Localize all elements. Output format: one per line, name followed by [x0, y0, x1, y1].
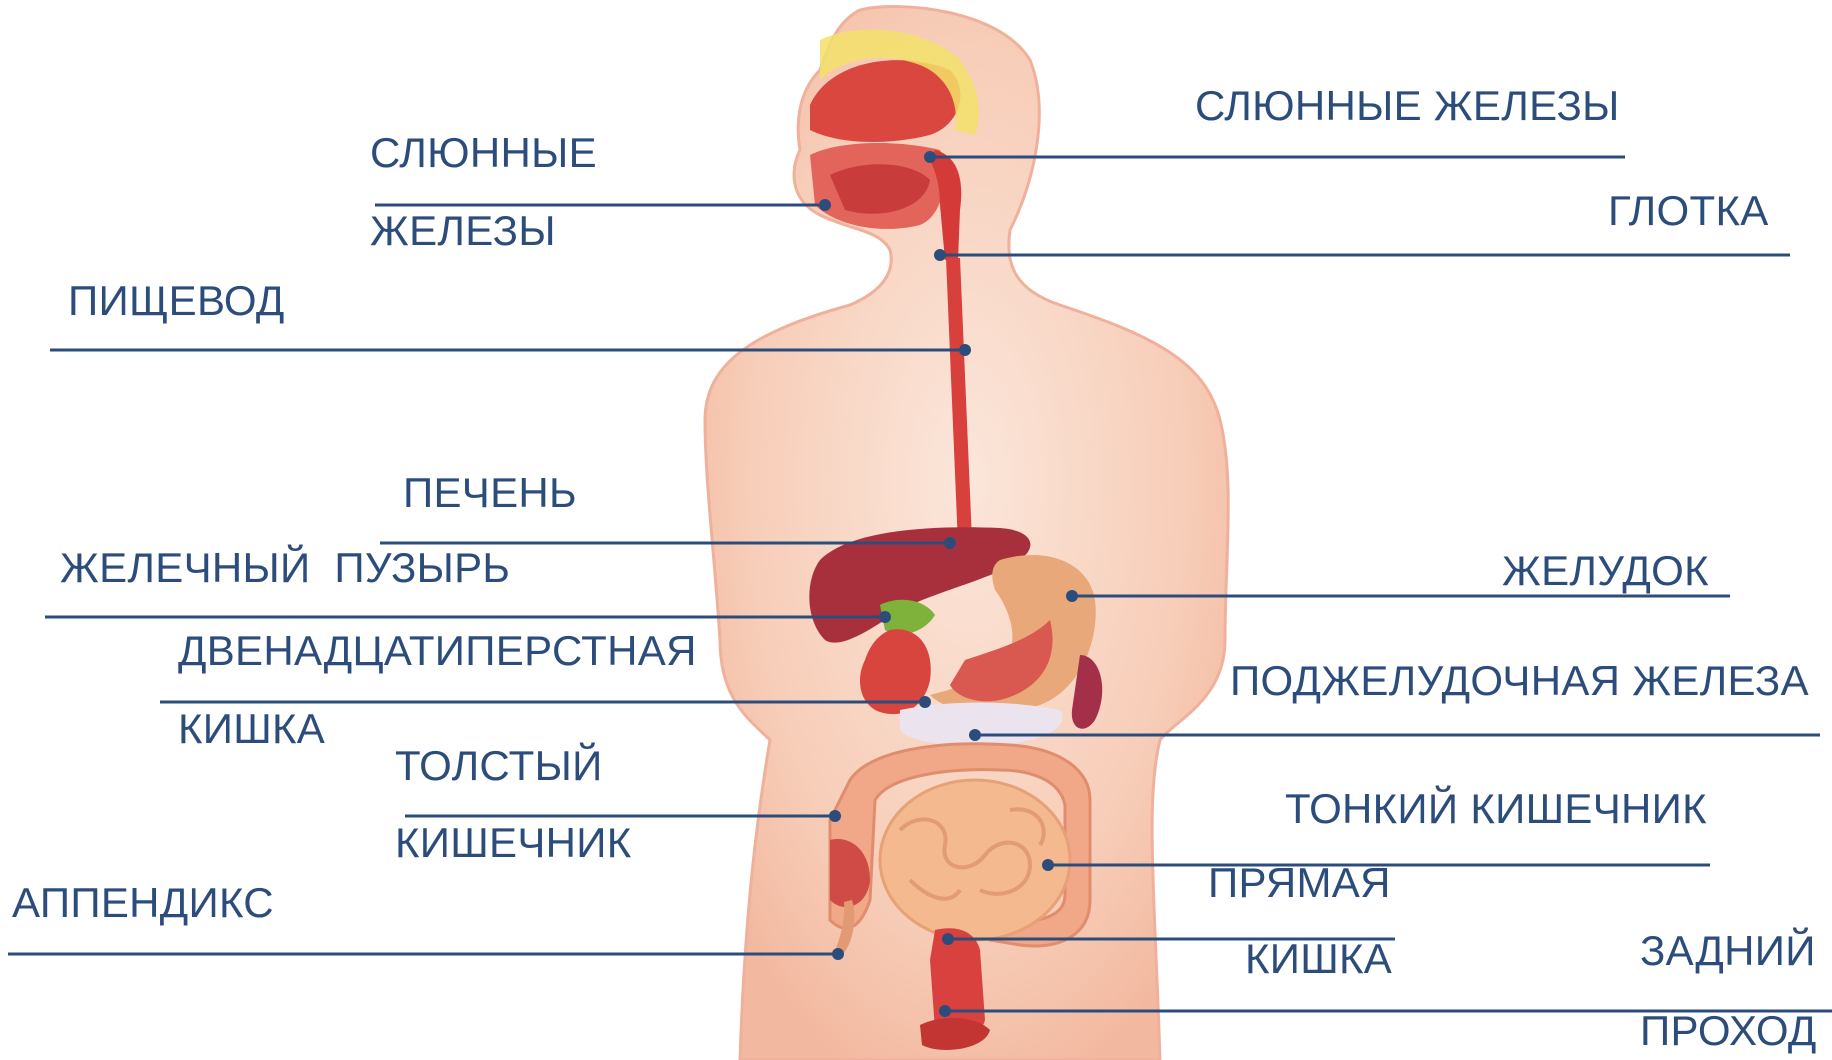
dot-stomach: [1066, 590, 1078, 602]
label-salivary-left-line1: СЛЮННЫЕ: [370, 132, 597, 174]
dot-rectum: [942, 933, 954, 945]
label-esophagus: ПИЩЕВОД: [68, 280, 285, 322]
dot-anus: [939, 1005, 951, 1017]
label-appendix: АППЕНДИКС: [12, 882, 274, 924]
label-large-intestine-line2: КИШЕЧНИК: [395, 822, 632, 864]
label-salivary-right: СЛЮННЫЕ ЖЕЛЕЗЫ: [1195, 85, 1620, 127]
dot-liver: [944, 537, 956, 549]
small-intestine: [880, 780, 1070, 940]
label-duodenum-line2: КИШКА: [178, 708, 325, 750]
label-gallbladder: ЖЕЛЕЧНЫЙ ПУЗЫРЬ: [60, 547, 510, 589]
dot-esophagus: [959, 344, 971, 356]
label-liver: ПЕЧЕНЬ: [403, 472, 577, 514]
dot-small-intestine: [1042, 859, 1054, 871]
label-rectum-line1: ПРЯМАЯ: [1208, 862, 1391, 904]
label-small-intestine: ТОНКИЙ КИШЕЧНИК: [1285, 788, 1707, 830]
label-anus-line1: ЗАДНИЙ: [1640, 930, 1816, 972]
dot-pancreas: [969, 729, 981, 741]
label-stomach: ЖЕЛУДОК: [1502, 550, 1709, 592]
label-pancreas: ПОДЖЕЛУДОЧНАЯ ЖЕЛЕЗА: [1230, 660, 1809, 702]
dot-appendix: [832, 948, 844, 960]
label-duodenum-line1: ДВЕНАДЦАТИПЕРСТНАЯ: [178, 630, 697, 672]
label-salivary-left-line2: ЖЕЛЕЗЫ: [370, 210, 556, 252]
dot-salivary-right: [924, 151, 936, 163]
dot-gallbladder: [879, 611, 891, 623]
label-pharynx: ГЛОТКА: [1608, 190, 1769, 232]
dot-duodenum: [919, 696, 931, 708]
label-large-intestine-line1: ТОЛСТЫЙ: [395, 745, 603, 787]
dot-large-intestine: [829, 810, 841, 822]
label-anus-line2: ПРОХОД: [1640, 1010, 1817, 1052]
dot-pharynx: [934, 249, 946, 261]
dot-salivary-left: [819, 199, 831, 211]
label-rectum-line2: КИШКА: [1245, 938, 1392, 980]
